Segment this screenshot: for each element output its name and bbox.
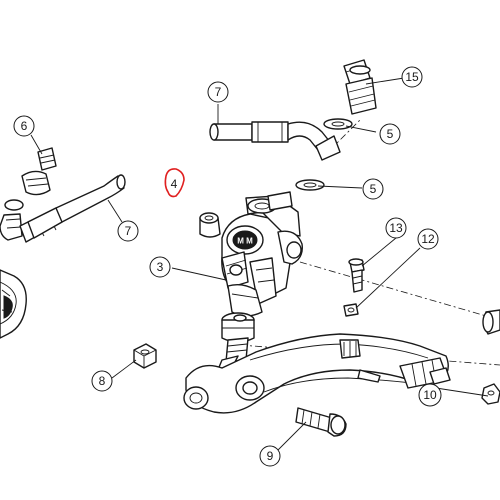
callout-6: 6 bbox=[13, 115, 35, 137]
nut-part-12 bbox=[343, 303, 359, 317]
callout-label-12: 12 bbox=[421, 232, 435, 246]
banjo-bolt bbox=[343, 59, 377, 115]
copper-washers bbox=[295, 118, 353, 191]
axis-line-banjo bbox=[329, 119, 361, 151]
callout-label-7-upper: 7 bbox=[215, 85, 222, 99]
axis-line-lever-pivot bbox=[299, 261, 500, 321]
callout-label-10: 10 bbox=[423, 388, 437, 402]
callout-label-5-lower: 5 bbox=[370, 182, 377, 196]
nut-part-10 bbox=[481, 383, 500, 405]
reservoir-cap-fragment bbox=[0, 269, 27, 339]
callout-label-15: 15 bbox=[405, 70, 419, 84]
washer-lower bbox=[295, 179, 325, 191]
master-cylinder-body: M M bbox=[221, 191, 303, 317]
callout-label-6: 6 bbox=[21, 119, 28, 133]
bushing-part-4 bbox=[199, 212, 221, 238]
callout-label-9: 9 bbox=[267, 449, 274, 463]
callout-13: 13 bbox=[385, 217, 407, 239]
reservoir-hose bbox=[19, 174, 126, 243]
master-cylinder-logo: M M bbox=[237, 237, 253, 246]
leader-lines bbox=[30, 77, 489, 451]
callout-label-13: 13 bbox=[389, 221, 403, 235]
callout-8: 8 bbox=[91, 370, 113, 392]
banjo-fitting-left bbox=[0, 147, 57, 241]
callout-label-8: 8 bbox=[99, 374, 106, 388]
callout-9: 9 bbox=[259, 445, 281, 467]
callout-3: 3 bbox=[149, 256, 171, 278]
callout-4-highlighted: 4 bbox=[164, 168, 185, 198]
callout-label-3: 3 bbox=[157, 260, 164, 274]
callout-label-5-upper: 5 bbox=[387, 127, 394, 141]
callout-10: 10 bbox=[418, 383, 442, 407]
washer-upper bbox=[323, 118, 353, 130]
callout-5-upper: 5 bbox=[379, 123, 401, 145]
callout-12: 12 bbox=[417, 228, 439, 250]
brake-lever bbox=[183, 333, 451, 414]
callout-5-lower: 5 bbox=[362, 178, 384, 200]
callout-7-upper: 7 bbox=[207, 81, 229, 103]
bolt-part-9 bbox=[295, 407, 347, 437]
callout-label-4: 4 bbox=[171, 177, 178, 191]
callout-label-7-lower: 7 bbox=[125, 224, 132, 238]
screw-part-13 bbox=[348, 258, 365, 293]
nut-part-8 bbox=[133, 343, 157, 369]
callout-15: 15 bbox=[401, 66, 423, 88]
pivot-bolt-end bbox=[482, 309, 500, 335]
callout-7-lower: 7 bbox=[117, 220, 139, 242]
brake-line-upper bbox=[209, 121, 341, 161]
